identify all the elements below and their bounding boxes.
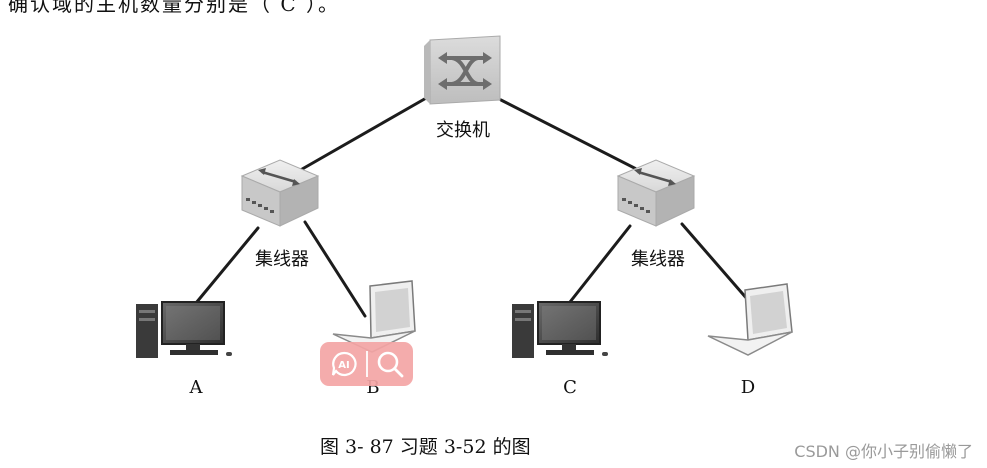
figure-caption: 图 3- 87 习题 3-52 的图 <box>320 436 531 458</box>
link-switch-hub-right <box>499 98 652 178</box>
switch-label: 交换机 <box>436 120 490 141</box>
header-text: 确认域的主机数量分别是（ C ）。 <box>8 0 341 16</box>
link-switch-hub-left <box>288 95 430 178</box>
host-label-a: A <box>189 377 204 398</box>
host-label-d: D <box>741 377 755 398</box>
link-hub-right-c <box>568 224 632 304</box>
desktop-computer-icon-a <box>136 301 232 358</box>
search-icon[interactable] <box>375 349 405 379</box>
switch-device <box>424 35 501 105</box>
link-hub-left-a <box>194 226 260 305</box>
ai-search-badge[interactable]: AI <box>320 342 413 386</box>
laptop-icon-b <box>332 280 416 353</box>
hub-label-right: 集线器 <box>631 249 685 270</box>
badge-separator <box>366 351 368 377</box>
csdn-watermark: CSDN @你小子别偷懒了 <box>794 442 973 461</box>
hub-device-left <box>240 159 320 227</box>
host-label-c: C <box>563 377 577 398</box>
svg-text:AI: AI <box>338 360 349 371</box>
ai-chat-icon[interactable]: AI <box>330 350 358 378</box>
laptop-icon-d <box>707 283 793 356</box>
link-hub-right-d <box>680 222 750 302</box>
switch-arrows-icon <box>440 56 490 86</box>
hub-label-left: 集线器 <box>255 249 309 270</box>
link-hub-left-b <box>303 220 367 318</box>
hub-device-right <box>616 159 696 227</box>
desktop-computer-icon-c <box>512 301 608 358</box>
